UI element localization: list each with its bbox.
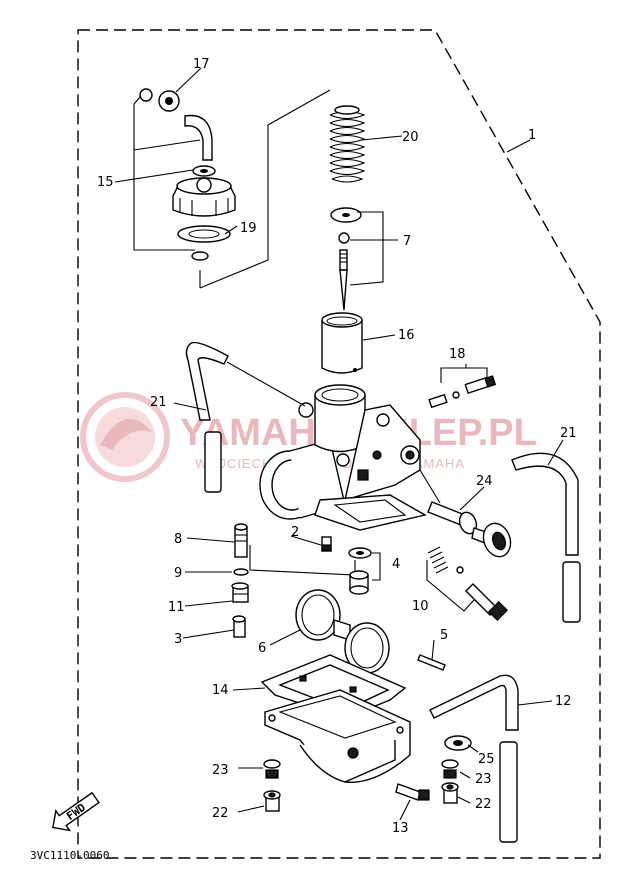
needle-retainer-plate <box>330 207 362 223</box>
label-8: 8 <box>174 532 182 547</box>
part-19-gasket <box>177 225 231 243</box>
label-14: 14 <box>212 683 229 698</box>
label-11: 11 <box>168 600 185 615</box>
label-10: 10 <box>412 599 429 614</box>
part-22-screw-left <box>263 790 281 812</box>
part-9-o-ring <box>233 568 249 576</box>
part-22-screw-right <box>441 782 459 804</box>
part-25-clip <box>444 735 472 751</box>
label-13: 13 <box>392 821 409 836</box>
part-4-needle-valve <box>348 547 372 595</box>
label-9: 9 <box>174 566 182 581</box>
label-7: 7 <box>403 234 411 249</box>
part-23-washer-right <box>441 759 459 779</box>
part-5-float-pin <box>417 654 446 671</box>
part-24-starter-plunger <box>427 501 512 558</box>
label-15: 15 <box>97 175 114 190</box>
label-25: 25 <box>478 752 495 767</box>
part-23-washer-left <box>263 759 281 779</box>
label-3: 3 <box>174 632 182 647</box>
label-19: 19 <box>240 221 257 236</box>
part-13-drain-screw <box>395 783 430 801</box>
carburetor-body <box>259 384 427 531</box>
label-6: 6 <box>258 641 266 656</box>
part-21-vent-hose-right <box>511 452 581 623</box>
label-4: 4 <box>392 557 400 572</box>
part-10-throttle-stop-screw <box>427 546 509 622</box>
part-21-vent-hose-left <box>185 341 229 493</box>
part-18-pilot-screw-set <box>428 375 497 409</box>
part-6-float <box>295 589 390 674</box>
float-bowl <box>264 689 411 783</box>
label-17: 17 <box>193 57 210 72</box>
label-18: 18 <box>449 347 466 362</box>
part-labels: 17 15 19 20 1 7 16 18 21 21 24 8 2 4 9 1… <box>97 57 577 836</box>
label-23-left: 23 <box>212 763 229 778</box>
label-24: 24 <box>476 474 493 489</box>
label-16: 16 <box>398 328 415 343</box>
mixing-chamber-top-cap <box>172 177 236 217</box>
cap-clip <box>191 251 209 261</box>
part-20-throttle-spring <box>329 105 366 183</box>
label-12: 12 <box>555 694 572 709</box>
label-21-left: 21 <box>150 395 167 410</box>
label-2: 2 <box>291 525 299 540</box>
assembly-boundary <box>77 29 601 859</box>
fwd-arrow: FWD <box>52 791 100 832</box>
part-3-pilot-jet <box>232 615 246 638</box>
part-17-banjo-elbow <box>139 88 213 161</box>
part-7-needle-clip <box>338 232 350 244</box>
part-12-overflow-hose <box>429 674 519 843</box>
part-15-nut <box>192 165 216 177</box>
jet-needle <box>339 249 348 311</box>
leader-lines <box>114 67 564 821</box>
part-8-main-nozzle <box>234 523 248 558</box>
part-11-main-jet <box>231 582 249 603</box>
part-2-pilot-air-jet <box>321 536 332 552</box>
label-22-left: 22 <box>212 806 229 821</box>
label-1: 1 <box>528 128 536 143</box>
label-20: 20 <box>402 130 419 145</box>
watermark-logo <box>80 392 170 482</box>
diagram-code: 3VC1110-0060 <box>30 849 109 862</box>
label-5: 5 <box>440 628 448 643</box>
label-23-right: 23 <box>475 772 492 787</box>
label-22-right: 22 <box>475 797 492 812</box>
label-21-right: 21 <box>560 426 577 441</box>
part-16-throttle-valve <box>321 312 363 374</box>
